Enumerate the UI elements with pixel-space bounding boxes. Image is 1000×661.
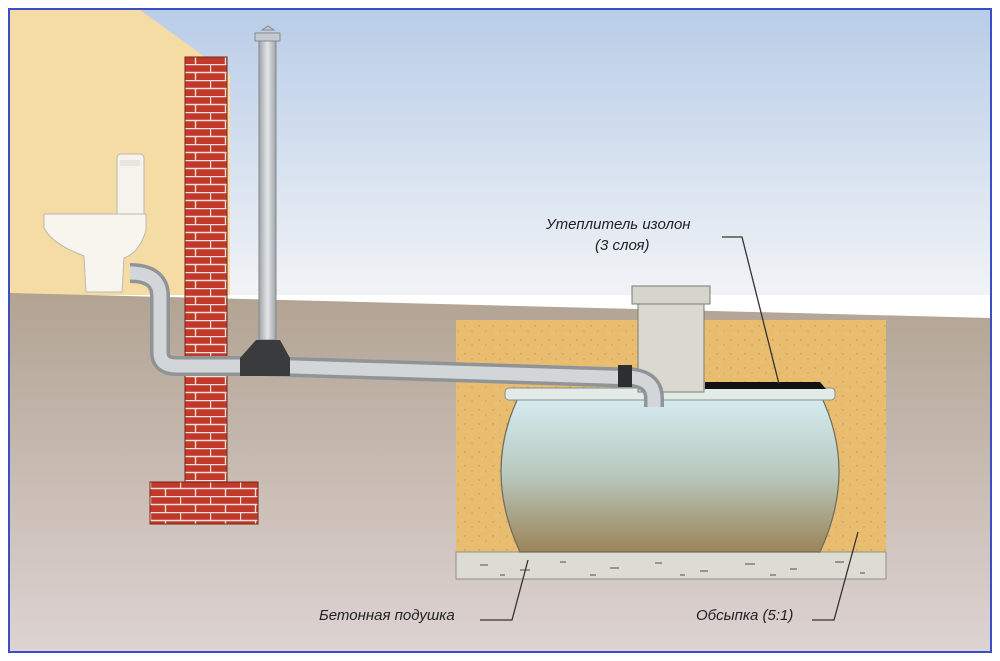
brick-foundation (149, 56, 259, 525)
insulation-layer (705, 382, 826, 389)
tee-fitting (240, 340, 290, 376)
leader-lines (480, 236, 859, 621)
backfill-label: Обсыпка (5:1) (696, 607, 794, 624)
insulation-label: Утеплитель изолон (546, 216, 691, 233)
toilet-icon (43, 153, 147, 293)
drain-pipe (129, 263, 664, 407)
concrete-pad (455, 551, 887, 580)
pipe-coupling (618, 365, 632, 387)
concrete-pad-label: Бетонная подушка (319, 607, 455, 624)
outer-frame (8, 8, 992, 653)
insulation-layers-label: (3 слоя) (595, 237, 650, 254)
septic-tank (500, 387, 840, 553)
vent-pipe (254, 25, 281, 341)
